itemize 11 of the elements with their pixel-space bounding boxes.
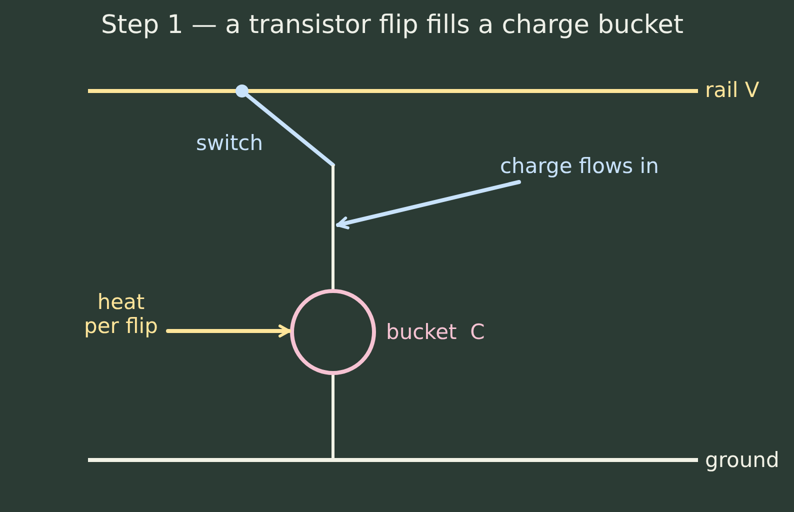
arrow [336, 180, 521, 230]
arrow [166, 324, 291, 338]
switch-label: switch [196, 131, 264, 156]
bucket-label: bucket C [386, 320, 485, 346]
title: Step 1 — a transistor flip fills a charge bucket [101, 10, 684, 41]
callout-text: heat per flip [80, 290, 162, 338]
callout-text: charge flows in [500, 154, 659, 180]
wire [332, 165, 334, 291]
ground-label: ground [705, 448, 780, 474]
bucket-circle [290, 289, 376, 375]
rail-label: rail V [705, 78, 760, 104]
